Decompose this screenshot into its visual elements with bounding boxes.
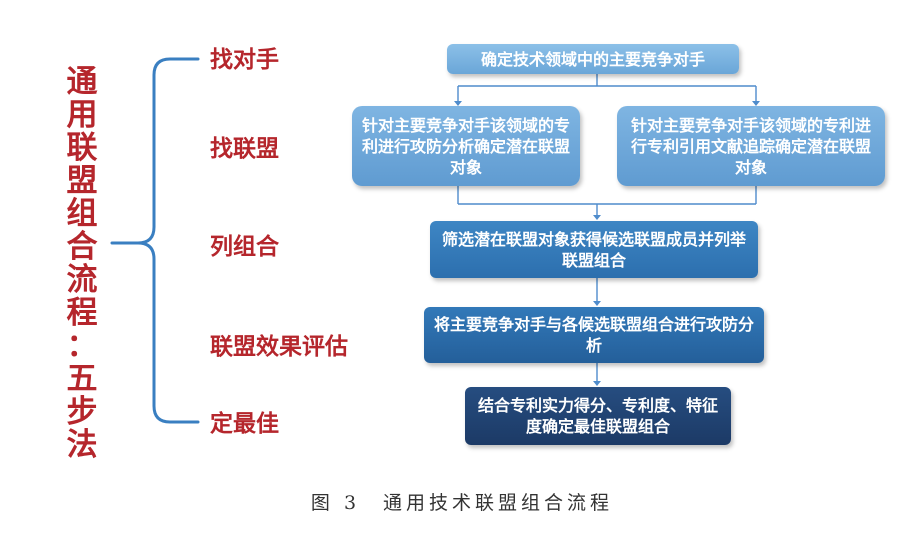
flow-box-best-combination: 结合专利实力得分、专利度、特征度确定最佳联盟组合 xyxy=(465,387,731,445)
title-char: 五 xyxy=(66,361,98,397)
title-char: 联 xyxy=(66,130,98,166)
title-char: 步 xyxy=(66,394,98,430)
step-label-list-combination: 列组合 xyxy=(210,234,279,260)
title-char: 流 xyxy=(66,262,98,298)
title-char: 程 xyxy=(66,295,98,331)
title-char: 合 xyxy=(66,229,98,265)
title-char: 通 xyxy=(66,64,98,100)
arrowhead xyxy=(593,301,601,306)
flow-box-citation-tracking: 针对主要竞争对手该领域的专利进行专利引用文献追踪确定潜在联盟对象 xyxy=(617,106,885,186)
figure-caption: 图 3 通用技术联盟组合流程 xyxy=(310,492,614,514)
title-char: 法 xyxy=(66,427,98,463)
flow-box-attack-defense-analysis: 针对主要竞争对手该领域的专利进行攻防分析确定潜在联盟对象 xyxy=(352,106,580,186)
step-label-evaluate-effect: 联盟效果评估 xyxy=(210,334,348,360)
title-char: 组 xyxy=(66,196,98,232)
arrowhead xyxy=(593,215,601,220)
vertical-title: 通 用 联 盟 组 合 流 程 ： 五 步 法 xyxy=(56,66,108,462)
step-label-find-opponent: 找对手 xyxy=(210,47,279,73)
step-label-choose-best: 定最佳 xyxy=(210,411,279,437)
title-char: ： xyxy=(66,328,98,364)
flow-box-screen-candidates: 筛选潜在联盟对象获得候选联盟成员并列举联盟组合 xyxy=(430,221,758,278)
arrowhead xyxy=(593,381,601,386)
title-char: 用 xyxy=(66,97,98,133)
flow-box-identify-competitor: 确定技术领域中的主要竞争对手 xyxy=(447,44,739,74)
step-label-find-alliance: 找联盟 xyxy=(210,136,279,162)
flow-box-combination-analysis: 将主要竞争对手与各候选联盟组合进行攻防分析 xyxy=(424,307,764,363)
title-char: 盟 xyxy=(66,163,98,199)
